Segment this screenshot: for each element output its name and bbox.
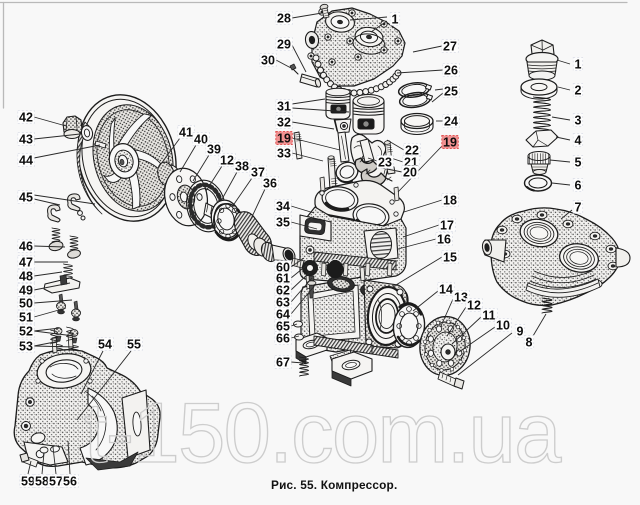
svg-text:52: 52 xyxy=(19,325,33,339)
svg-text:36: 36 xyxy=(263,177,277,191)
svg-text:12: 12 xyxy=(467,299,481,313)
svg-text:15: 15 xyxy=(443,251,457,265)
svg-text:18: 18 xyxy=(443,194,457,208)
svg-text:27: 27 xyxy=(443,40,457,54)
svg-text:20: 20 xyxy=(403,166,417,180)
svg-text:49: 49 xyxy=(19,284,33,298)
svg-text:66: 66 xyxy=(276,332,290,346)
svg-text:61: 61 xyxy=(276,272,290,286)
svg-text:25: 25 xyxy=(444,85,458,99)
svg-text:1: 1 xyxy=(392,13,399,27)
svg-text:1: 1 xyxy=(575,58,582,72)
svg-text:50: 50 xyxy=(19,297,33,311)
svg-text:3: 3 xyxy=(575,114,582,128)
svg-text:16: 16 xyxy=(437,233,451,247)
svg-text:23: 23 xyxy=(378,156,392,170)
svg-text:37: 37 xyxy=(251,166,265,180)
svg-text:54: 54 xyxy=(98,338,112,352)
svg-text:24: 24 xyxy=(444,115,458,129)
svg-text:13: 13 xyxy=(454,291,468,305)
svg-text:5: 5 xyxy=(575,156,582,170)
svg-text:33: 33 xyxy=(277,147,291,161)
svg-text:11: 11 xyxy=(482,309,495,323)
svg-text:58: 58 xyxy=(35,475,49,489)
svg-text:28: 28 xyxy=(277,12,291,26)
svg-text:57: 57 xyxy=(49,475,63,489)
svg-text:65: 65 xyxy=(276,320,290,334)
svg-text:7: 7 xyxy=(575,201,582,215)
svg-text:10: 10 xyxy=(496,319,510,333)
svg-text:39: 39 xyxy=(207,143,221,157)
svg-text:55: 55 xyxy=(127,338,141,352)
svg-text:t-150.com.ua: t-150.com.ua xyxy=(84,386,562,481)
svg-text:32: 32 xyxy=(277,116,291,130)
svg-text:60: 60 xyxy=(276,261,290,275)
svg-text:34: 34 xyxy=(276,200,290,214)
svg-text:19: 19 xyxy=(277,132,291,146)
svg-text:12: 12 xyxy=(220,154,234,168)
svg-text:47: 47 xyxy=(19,256,33,270)
svg-text:59: 59 xyxy=(21,475,35,489)
svg-text:67: 67 xyxy=(276,356,290,370)
svg-text:48: 48 xyxy=(19,270,33,284)
svg-text:43: 43 xyxy=(19,133,33,147)
svg-text:14: 14 xyxy=(439,283,453,297)
svg-text:53: 53 xyxy=(19,340,33,354)
svg-text:64: 64 xyxy=(276,308,290,322)
svg-text:4: 4 xyxy=(575,134,582,148)
svg-text:41: 41 xyxy=(179,126,193,140)
svg-text:26: 26 xyxy=(444,64,458,78)
svg-text:19: 19 xyxy=(443,136,457,150)
svg-text:29: 29 xyxy=(277,38,291,52)
svg-text:40: 40 xyxy=(194,133,208,147)
svg-text:45: 45 xyxy=(19,191,33,205)
svg-text:2: 2 xyxy=(575,84,582,98)
svg-text:35: 35 xyxy=(276,216,290,230)
svg-text:6: 6 xyxy=(575,179,582,193)
svg-text:44: 44 xyxy=(19,154,33,168)
svg-text:51: 51 xyxy=(19,311,33,325)
svg-text:56: 56 xyxy=(63,475,77,489)
svg-text:8: 8 xyxy=(526,336,533,350)
svg-text:30: 30 xyxy=(261,54,275,68)
svg-text:22: 22 xyxy=(405,144,419,158)
svg-text:63: 63 xyxy=(276,296,290,310)
svg-text:17: 17 xyxy=(440,219,454,233)
svg-text:9: 9 xyxy=(517,325,524,339)
svg-text:38: 38 xyxy=(235,160,249,174)
svg-text:Рис. 55. Компрессор.: Рис. 55. Компрессор. xyxy=(271,478,397,492)
svg-text:46: 46 xyxy=(19,240,33,254)
svg-text:31: 31 xyxy=(277,100,291,114)
svg-text:42: 42 xyxy=(19,111,33,125)
svg-text:62: 62 xyxy=(276,284,290,298)
